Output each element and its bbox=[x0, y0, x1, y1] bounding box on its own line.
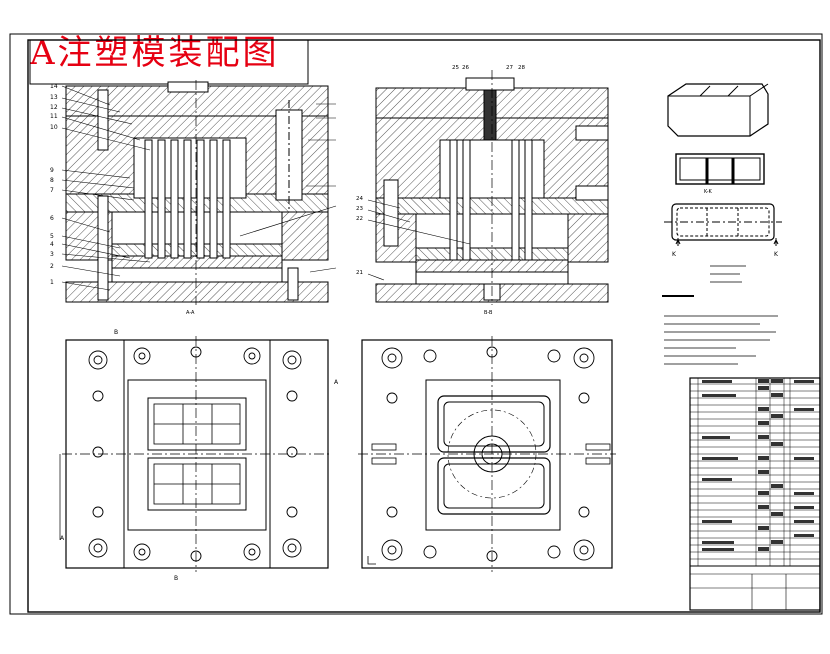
svg-text:B: B bbox=[114, 329, 118, 336]
svg-text:25: 25 bbox=[452, 65, 459, 71]
svg-text:6: 6 bbox=[50, 215, 54, 222]
svg-text:21: 21 bbox=[356, 270, 363, 276]
svg-text:A-A: A-A bbox=[186, 310, 195, 316]
svg-text:23: 23 bbox=[356, 206, 363, 212]
svg-text:K: K bbox=[672, 251, 677, 258]
svg-text:4: 4 bbox=[50, 241, 54, 248]
svg-text:11: 11 bbox=[50, 113, 58, 120]
svg-text:1: 1 bbox=[50, 279, 54, 286]
balloons-left: 14 13 12 11 10 9 8 7 6 54 3 2 1 bbox=[50, 83, 58, 286]
svg-text:13: 13 bbox=[50, 94, 58, 101]
svg-text:10: 10 bbox=[50, 124, 58, 131]
drawing-frame bbox=[9, 33, 823, 615]
svg-text:22: 22 bbox=[356, 216, 363, 222]
plan-view-right bbox=[358, 336, 616, 572]
svg-text:26: 26 bbox=[462, 65, 469, 71]
svg-text:A: A bbox=[60, 535, 65, 542]
plan-view-left: A A B B bbox=[59, 329, 339, 582]
drawing-title: A注塑模装配图 bbox=[30, 33, 280, 73]
svg-text:12: 12 bbox=[50, 104, 58, 111]
technical-notes bbox=[662, 265, 778, 365]
svg-text:3: 3 bbox=[50, 251, 54, 258]
product-views: K-K K K bbox=[664, 83, 782, 258]
svg-text:9: 9 bbox=[50, 167, 54, 174]
svg-text:8: 8 bbox=[50, 177, 54, 184]
svg-text:B-B: B-B bbox=[484, 310, 493, 316]
svg-text:K: K bbox=[774, 251, 779, 258]
svg-text:27: 27 bbox=[506, 65, 513, 71]
svg-text:B: B bbox=[174, 575, 178, 582]
svg-text:14: 14 bbox=[50, 83, 58, 90]
svg-text:K-K: K-K bbox=[704, 189, 713, 195]
svg-text:2: 2 bbox=[50, 263, 54, 270]
section-a-a: 14 13 12 11 10 9 8 7 6 54 3 2 1 A-A bbox=[50, 80, 337, 316]
svg-text:28: 28 bbox=[518, 65, 525, 71]
svg-text:A: A bbox=[334, 379, 339, 386]
svg-text:24: 24 bbox=[356, 196, 363, 202]
svg-text:5: 5 bbox=[50, 233, 54, 240]
bill-of-materials bbox=[689, 377, 821, 611]
svg-text:7: 7 bbox=[50, 187, 54, 194]
